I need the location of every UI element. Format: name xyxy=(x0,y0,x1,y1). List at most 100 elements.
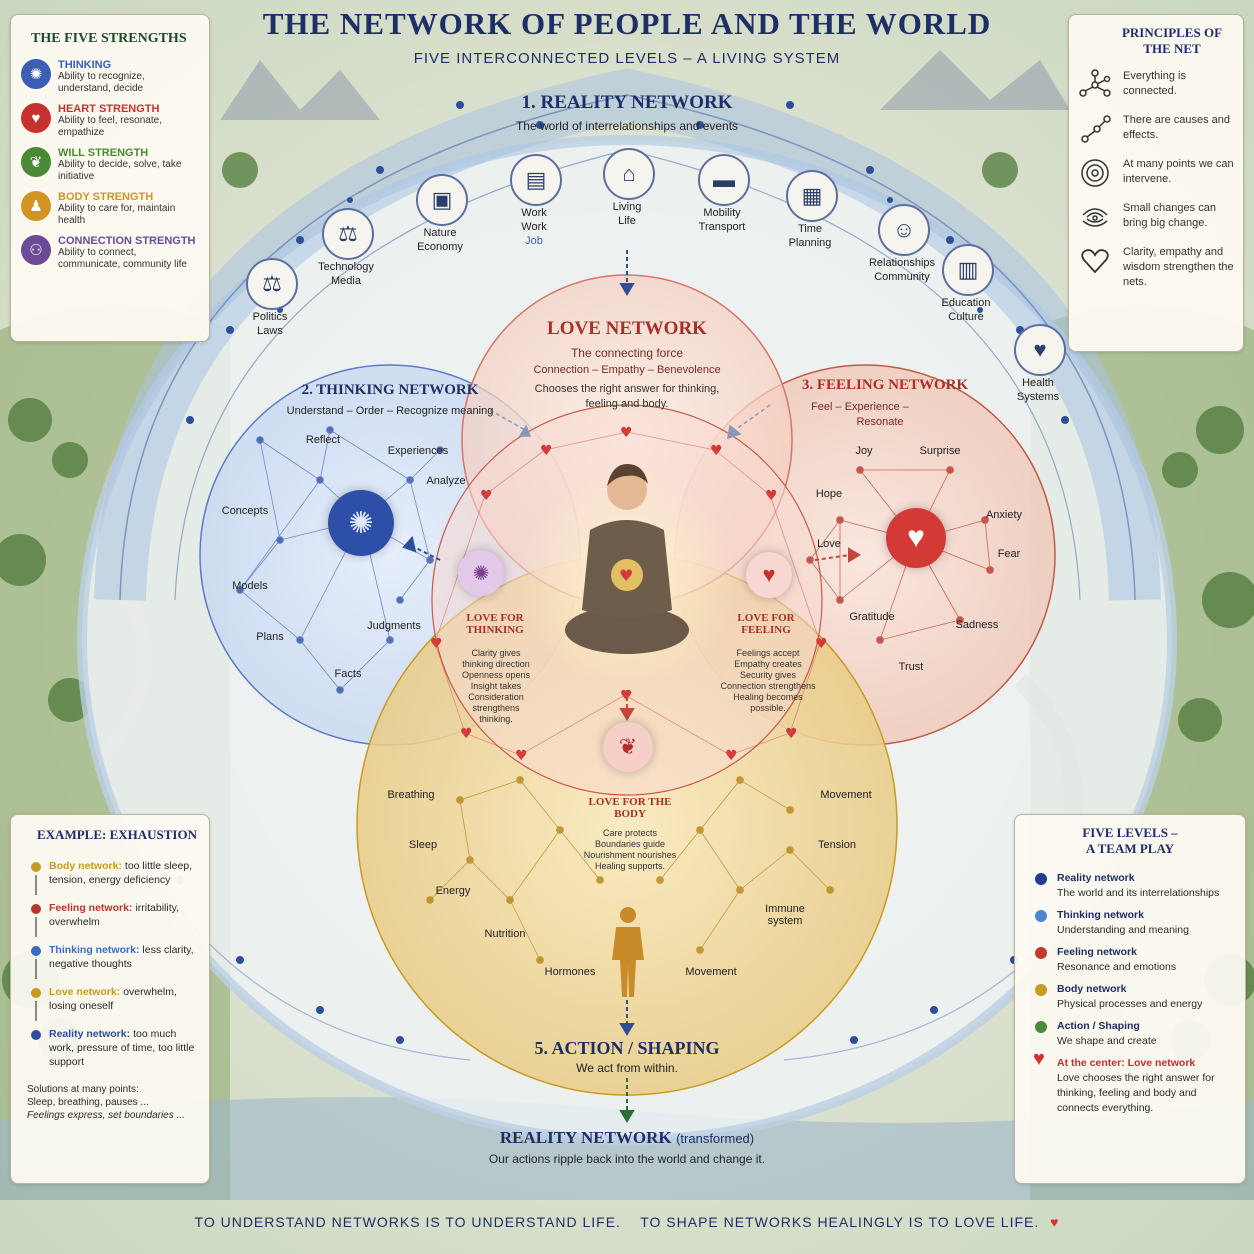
network-icon xyxy=(1077,69,1113,101)
reality-node-line: Relationships xyxy=(868,257,936,269)
feeling-word: Trust xyxy=(898,661,924,673)
reality-node-line: Time xyxy=(797,223,823,235)
love-thinking-brain-icon: ✺ xyxy=(458,550,504,596)
bag-icon: ▤ xyxy=(510,154,562,206)
example-label: Feeling network: xyxy=(49,902,133,914)
example-text: irritability, overwhelm xyxy=(49,902,179,928)
action-subtitle: We act from within. xyxy=(576,1061,678,1075)
reality-node-line: Life xyxy=(618,215,636,227)
level-dot xyxy=(1035,1021,1047,1033)
health-heart-icon: ♥ xyxy=(1014,324,1066,376)
calendar-icon: ▦ xyxy=(786,170,838,222)
reality-node-line: Culture xyxy=(948,311,984,323)
example-dot xyxy=(31,862,41,872)
principle-row: Small changes can bring big change. xyxy=(1077,201,1235,233)
love-sub-line: Nourishment nourishes xyxy=(583,850,677,860)
feeling-word: Joy xyxy=(855,445,873,457)
strength-name: THINKING xyxy=(58,59,112,71)
reality-node-line: Living xyxy=(612,201,642,213)
example-text: too little sleep, tension, energy defici… xyxy=(49,860,193,886)
body-word: Sleep xyxy=(408,839,438,851)
example-label: Thinking network: xyxy=(49,944,140,956)
hands-icon: ❦ xyxy=(21,147,51,177)
example-arrow xyxy=(35,959,37,979)
love-feeling-heart-icon: ♥ xyxy=(746,552,792,598)
love-sub-line: Connection strengthens xyxy=(720,681,816,691)
cause-effect-icon xyxy=(1077,113,1113,145)
feeling-word: Gratitude xyxy=(849,611,895,623)
love-sub-line: Consideration xyxy=(468,692,524,702)
strengths-title: THE FIVE STRENGTHS xyxy=(31,31,187,46)
reality-node-line: Media xyxy=(331,275,361,287)
feeling-word: Love xyxy=(817,538,841,550)
transformed-title-main: REALITY NETWORK xyxy=(499,1128,672,1147)
svg-text:♥: ♥ xyxy=(540,443,553,459)
strength-name: BODY STRENGTH xyxy=(58,191,154,203)
brain-icon: ✺ xyxy=(21,59,51,89)
feeling-word: Surprise xyxy=(919,445,961,457)
thinking-word: Reflect xyxy=(305,434,341,446)
reality-node-line: Job xyxy=(525,235,543,247)
svg-text:♥: ♥ xyxy=(765,488,778,504)
reality-node-line: Economy xyxy=(417,241,463,253)
strength-desc: Ability to care for, maintain health xyxy=(58,203,176,226)
body-word: Energy xyxy=(435,885,471,897)
scales-icon: ⚖ xyxy=(246,258,298,310)
body-word: Movement xyxy=(685,966,737,978)
love-sub-line: Clarity gives xyxy=(471,648,521,658)
transformed-title: REALITY NETWORK (transformed) xyxy=(400,1128,854,1148)
level-name: Reality network xyxy=(1057,872,1135,884)
example-row: Feeling network:irritability, overwhelm xyxy=(31,901,199,937)
principle-text: Everything is connected. xyxy=(1123,70,1186,97)
footer-tagline: TO UNDERSTAND NETWORKS IS TO UNDERSTAND … xyxy=(0,1214,1254,1230)
reality-node-line: Transport xyxy=(698,221,746,233)
level-name: Body network xyxy=(1057,983,1127,995)
reality-node-line: Community xyxy=(874,271,930,283)
feeling-network-subtitle-1: Feel – Experience – xyxy=(811,401,909,413)
reality-node-line: Work xyxy=(521,221,547,233)
heart-hub-icon: ♥ xyxy=(886,508,946,568)
body-word: Immune system xyxy=(765,903,805,927)
principle-text: Clarity, empathy and wisdom strengthen t… xyxy=(1123,246,1234,288)
love-body-title: LOVE FOR THE BODY xyxy=(588,796,672,820)
level-dot xyxy=(1035,873,1047,885)
example-dot xyxy=(31,946,41,956)
level-desc: Physical processes and energy xyxy=(1057,998,1203,1010)
book-icon: ▥ xyxy=(942,244,994,296)
body-word: Movement xyxy=(820,789,872,801)
svg-text:♥: ♥ xyxy=(619,566,633,585)
love-sub-line: thinking. xyxy=(479,714,513,724)
strength-desc: Ability to feel, resonate, empathize xyxy=(58,115,162,138)
body-icon: ♟ xyxy=(21,191,51,221)
principle-text: Small changes can bring big change. xyxy=(1123,202,1216,229)
level-desc: Understanding and meaning xyxy=(1057,924,1189,936)
example-row: Body network:too little sleep, tension, … xyxy=(31,859,199,895)
level-name: Thinking network xyxy=(1057,909,1144,921)
strength-name: HEART STRENGTH xyxy=(58,103,160,115)
principles-title: PRINCIPLES OF THE NET xyxy=(1121,25,1223,56)
reality-node-line: Systems xyxy=(1016,391,1060,403)
level-name: Action / Shaping xyxy=(1057,1020,1140,1032)
love-thinking-title: LOVE FOR THINKING xyxy=(466,612,524,636)
principle-row: Clarity, empathy and wisdom strengthen t… xyxy=(1077,245,1235,290)
thinking-word: Facts xyxy=(334,668,362,680)
reality-node-line: Mobility xyxy=(703,207,741,219)
car-icon: ▬ xyxy=(698,154,750,206)
feeling-word: Sadness xyxy=(955,619,999,631)
example-arrow xyxy=(35,1001,37,1021)
strength-name: CONNECTION STRENGTH xyxy=(58,235,196,247)
reality-network-title: 1. REALITY NETWORK xyxy=(521,92,733,113)
